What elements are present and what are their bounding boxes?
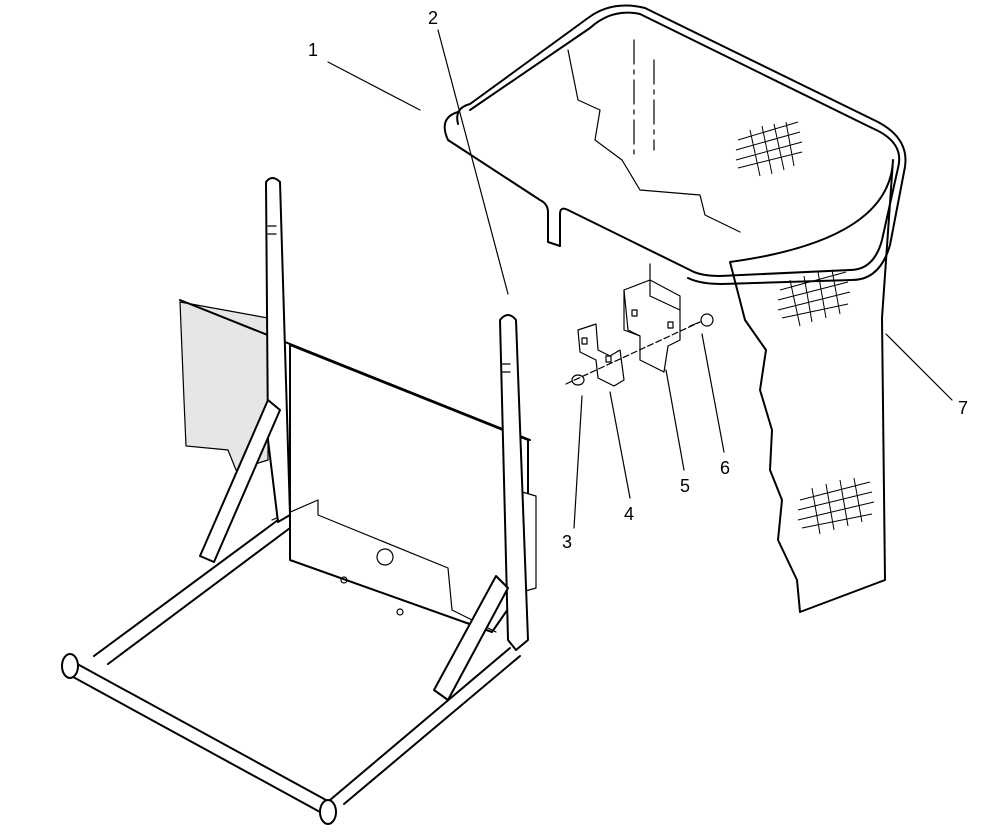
grass-bag — [567, 39, 894, 613]
mesh-patch-lower — [797, 477, 875, 535]
callout-5: 5 — [680, 476, 690, 496]
nut — [571, 374, 585, 386]
callout-6: 6 — [720, 458, 730, 478]
callout-2: 2 — [428, 8, 438, 28]
leader-lines — [327, 29, 953, 529]
callouts: 1 2 3 4 5 6 7 — [308, 8, 968, 552]
mount-hardware — [565, 263, 714, 387]
lower-bracket — [577, 323, 625, 387]
upper-bracket — [623, 263, 681, 373]
callout-7: 7 — [958, 398, 968, 418]
bolt — [689, 313, 714, 327]
mesh-patch-upper — [735, 121, 803, 177]
callout-3: 3 — [562, 532, 572, 552]
mount-frame — [61, 177, 537, 825]
bag-frame — [443, 4, 907, 285]
callout-1: 1 — [308, 40, 318, 60]
callout-4: 4 — [624, 504, 634, 524]
